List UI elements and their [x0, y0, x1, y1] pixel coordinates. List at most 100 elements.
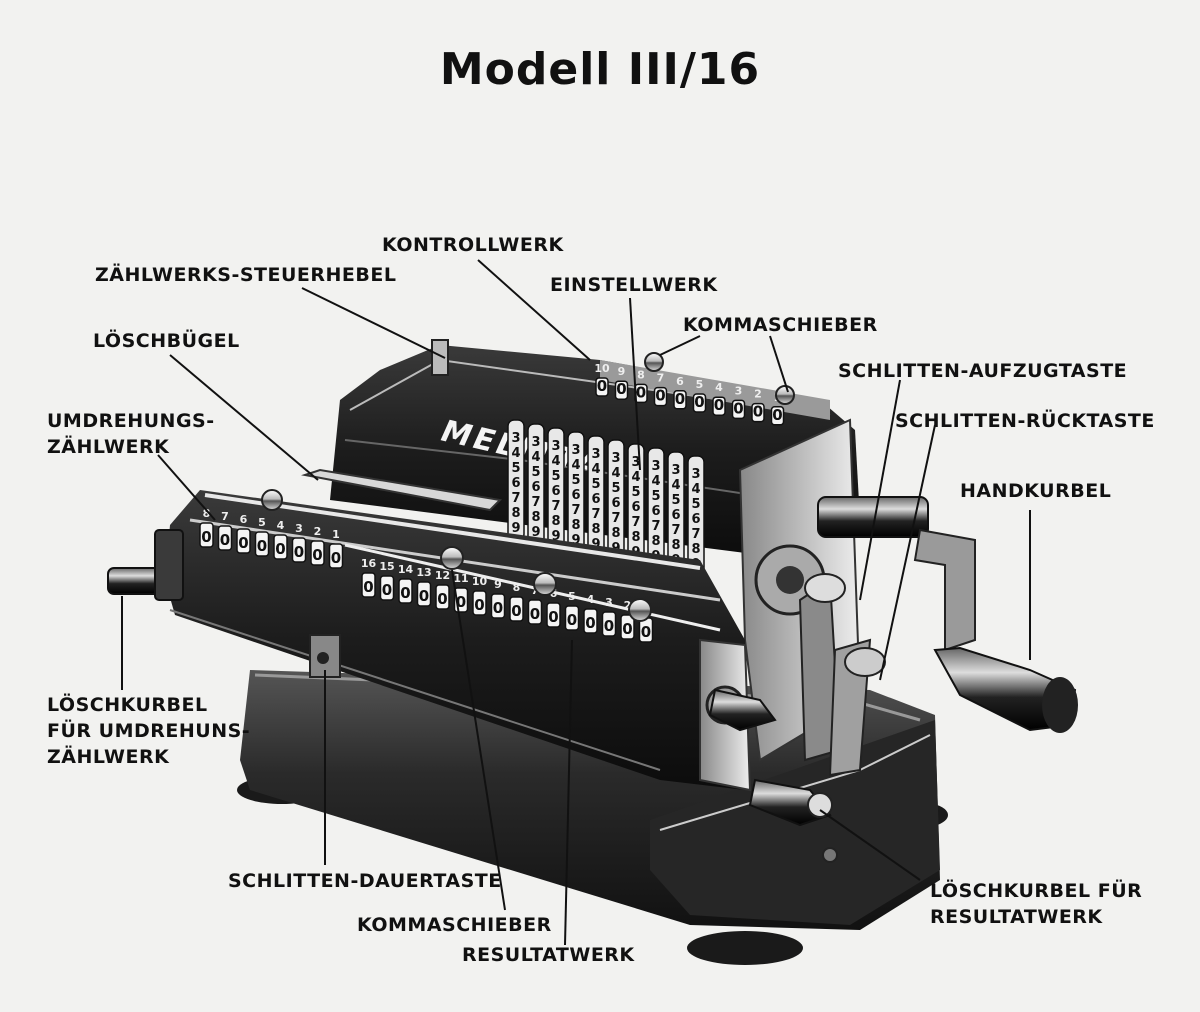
setting-wheel-digit: 4	[571, 458, 580, 473]
setting-wheel-digit: 6	[691, 512, 700, 527]
control-window	[751, 402, 765, 423]
counter-position-number: 1	[332, 528, 340, 541]
result-window-value: 0	[548, 608, 558, 626]
label-loeschkurbel-umdrehung: LÖSCHKURBEL FÜR UMDREHUNS- ZÄHLWERK	[47, 692, 250, 770]
setting-wheel-digit: 6	[591, 492, 600, 507]
setting-wheel-digit: 5	[511, 461, 520, 476]
result-window	[527, 599, 543, 625]
result-position-number: 15	[379, 560, 394, 573]
result-window-value: 0	[622, 620, 632, 638]
result-position-number: 10	[472, 575, 488, 588]
setting-wheel-digit: 5	[591, 477, 600, 492]
setting-wheel-digit: 5	[691, 497, 700, 512]
setting-wheel-digit: 3	[611, 451, 620, 466]
result-window-value: 0	[567, 611, 577, 629]
setting-wheel-digit: 7	[591, 507, 600, 522]
counter-window-value: 0	[275, 540, 285, 558]
control-window-value: 0	[655, 387, 665, 405]
label-zaehlwerks-steuerhebel: ZÄHLWERKS-STEUERHEBEL	[95, 264, 397, 286]
result-window	[490, 593, 506, 619]
control-window-value: 0	[675, 390, 685, 408]
result-window-value: 0	[604, 617, 614, 635]
counter-window-value: 0	[201, 528, 211, 546]
result-position-number: 16	[361, 557, 377, 570]
result-window	[564, 605, 580, 631]
control-window-value: 0	[733, 399, 743, 417]
label-umdrehungs-zaehlwerk: UMDREHUNGS- ZÄHLWERK	[47, 408, 215, 460]
result-window-value: 0	[474, 596, 484, 614]
control-window-value: 0	[616, 380, 626, 398]
setting-wheel-digit: 6	[511, 476, 520, 491]
setting-wheel-digit: 4	[651, 474, 660, 489]
setting-wheel-digit: 5	[531, 465, 540, 480]
hand-crank[interactable]	[817, 496, 1078, 733]
result-window-value: 0	[641, 623, 651, 641]
result-window	[601, 611, 617, 637]
setting-wheel-digit: 8	[511, 506, 520, 521]
counter-position-number: 4	[277, 519, 285, 532]
label-schlitten-dauertaste: SCHLITTEN-DAUERTASTE	[228, 870, 502, 892]
control-position-number: 8	[637, 368, 645, 381]
result-position-number: 6	[550, 587, 558, 600]
label-handkurbel: HANDKURBEL	[960, 480, 1112, 502]
page-title: Modell III/16	[439, 44, 761, 95]
setting-wheel-digit: 3	[551, 439, 560, 454]
result-position-number: 14	[398, 563, 414, 576]
control-window	[595, 377, 609, 397]
counter-window	[328, 543, 344, 569]
setting-wheel-digit: 7	[611, 511, 620, 526]
counter-clear-crank[interactable]	[107, 529, 184, 601]
counter-window	[199, 522, 214, 548]
counter-position-number: 6	[240, 513, 248, 526]
setting-wheel-digit: 8	[611, 526, 620, 541]
control-window-value: 0	[636, 383, 646, 401]
result-window-value: 0	[493, 599, 503, 617]
setting-wheel-digit: 6	[651, 504, 660, 519]
control-position-number: 4	[715, 381, 723, 394]
setting-wheel-digit: 9	[511, 521, 520, 536]
setting-wheel-digit: 8	[571, 518, 580, 533]
setting-wheel-digit: 9	[531, 525, 540, 540]
setting-wheel-digit: 8	[631, 530, 640, 545]
control-window-value: 0	[714, 396, 724, 414]
label-line: ZÄHLWERK	[47, 436, 170, 458]
setting-wheel-digit: 9	[591, 537, 600, 552]
result-clear-crank[interactable]	[708, 688, 833, 827]
control-window	[770, 406, 785, 426]
setting-wheel-digit: 7	[691, 527, 700, 542]
setting-wheel-digit: 8	[651, 534, 660, 549]
label-line: UMDREHUNGS-	[47, 410, 215, 432]
label-line: LÖSCHKURBEL FÜR	[930, 880, 1143, 902]
label-line: RESULTATWERK	[930, 906, 1103, 928]
clear-bar[interactable]	[301, 339, 503, 512]
setting-wheel-digit: 5	[651, 489, 660, 504]
result-window-value: 0	[400, 584, 410, 602]
control-position-number: 9	[618, 365, 626, 378]
counter-window-value: 0	[294, 543, 304, 561]
result-window	[509, 596, 524, 622]
result-window-value: 0	[456, 593, 466, 611]
setting-wheel-digit: 5	[631, 485, 640, 500]
result-position-number: 3	[605, 596, 613, 609]
result-position-number: 8	[513, 581, 521, 594]
setting-wheel-digit: 6	[571, 488, 580, 503]
setting-wheel-digit: 4	[511, 446, 520, 461]
decimal-slider-knobs[interactable]	[261, 352, 795, 622]
counter-window-value: 0	[312, 546, 322, 564]
counter-position-number: 5	[258, 516, 266, 529]
result-position-number: 2	[624, 599, 632, 612]
counter-window	[236, 528, 251, 554]
setting-wheel-digit: 8	[551, 514, 560, 529]
setting-wheel-digit: 3	[511, 431, 520, 446]
setting-wheel-digit: 7	[511, 491, 520, 506]
result-window-value: 0	[585, 614, 595, 632]
control-window	[712, 396, 726, 416]
result-window	[379, 575, 395, 601]
setting-wheel-digit: 5	[551, 469, 560, 484]
result-window	[398, 578, 413, 604]
control-position-number: 3	[735, 384, 743, 397]
setting-wheel-digit: 3	[691, 467, 700, 482]
setting-wheel-digit: 5	[571, 473, 580, 488]
